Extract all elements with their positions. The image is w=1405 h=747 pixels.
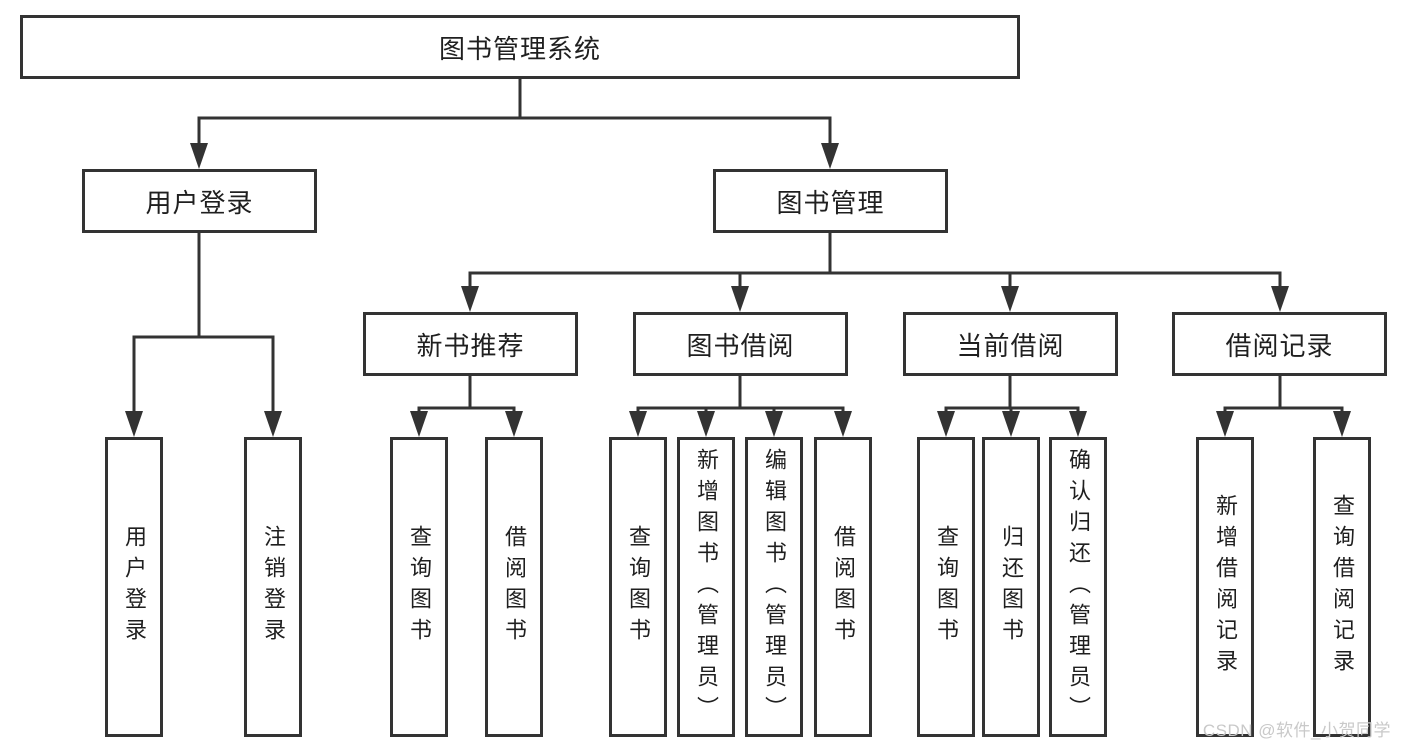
leaf-return-books: 归还图书 — [982, 437, 1040, 737]
node-book-management: 图书管理 — [713, 169, 948, 233]
node-borrowing-records: 借阅记录 — [1172, 312, 1387, 376]
leaf-add-borrow-record: 新增借阅记录 — [1196, 437, 1254, 737]
arrowheads — [125, 143, 1351, 437]
node-label: 用户登录 — [145, 187, 254, 218]
node-label: 用户登录 — [122, 525, 147, 649]
leaf-query-books-borrow: 查询图书 — [609, 437, 667, 737]
node-label: 当前借阅 — [956, 330, 1065, 361]
leaf-query-books-current: 查询图书 — [917, 437, 975, 737]
node-new-book-recommend: 新书推荐 — [363, 312, 578, 376]
leaf-borrow-books: 借阅图书 — [814, 437, 872, 737]
node-label: 借阅图书 — [831, 525, 856, 649]
node-label: 图书借阅 — [686, 330, 795, 361]
leaf-add-books-admin: 新增图书（管理员） — [677, 437, 735, 737]
node-label: 查询图书 — [934, 525, 959, 649]
leaf-user-login: 用户登录 — [105, 437, 163, 737]
node-label: 查询图书 — [626, 525, 651, 649]
node-label: 图书管理 — [776, 187, 885, 218]
node-label: 图书管理系统 — [438, 33, 601, 64]
node-current-borrowing: 当前借阅 — [903, 312, 1118, 376]
node-user-login-group: 用户登录 — [82, 169, 317, 233]
leaf-edit-books-admin: 编辑图书（管理员） — [745, 437, 803, 737]
node-label: 新书推荐 — [416, 330, 525, 361]
node-label: 确认归还（管理员） — [1066, 447, 1091, 727]
node-label: 注销登录 — [261, 525, 286, 649]
node-label: 新增图书（管理员） — [694, 447, 719, 727]
leaf-borrow-books-recommend: 借阅图书 — [485, 437, 543, 737]
node-book-borrowing: 图书借阅 — [633, 312, 848, 376]
leaf-query-books-recommend: 查询图书 — [390, 437, 448, 737]
node-label: 借阅图书 — [502, 525, 527, 649]
node-label: 借阅记录 — [1225, 330, 1334, 361]
leaf-confirm-return-admin: 确认归还（管理员） — [1049, 437, 1107, 737]
node-label: 新增借阅记录 — [1213, 494, 1238, 680]
node-label: 编辑图书（管理员） — [762, 447, 787, 727]
leaf-query-borrow-record: 查询借阅记录 — [1313, 437, 1371, 737]
node-label: 查询图书 — [407, 525, 432, 649]
node-label: 归还图书 — [999, 525, 1024, 649]
connector-path — [132, 77, 1344, 415]
csdn-watermark: CSDN @软件_小贺同学 — [1202, 721, 1391, 740]
leaf-logout: 注销登录 — [244, 437, 302, 737]
node-library-management-system: 图书管理系统 — [20, 15, 1020, 79]
node-label: 查询借阅记录 — [1330, 494, 1355, 680]
